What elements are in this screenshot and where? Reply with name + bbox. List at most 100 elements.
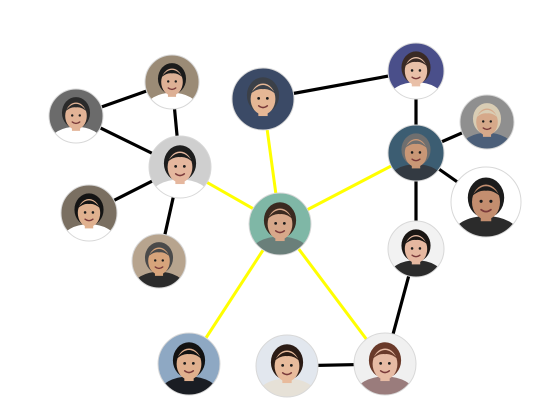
- avatar-photo: [132, 234, 186, 288]
- fringe-shape: [147, 248, 171, 257]
- right-eye: [418, 69, 422, 72]
- shoulders-shape: [257, 378, 317, 397]
- shoulders-shape: [146, 92, 198, 109]
- nodes-layer: [48, 42, 522, 413]
- fringe-shape: [266, 210, 294, 220]
- fringe-shape: [249, 85, 277, 95]
- fringe-shape: [77, 200, 101, 209]
- left-eye: [410, 247, 414, 250]
- mouth-shape: [411, 76, 421, 80]
- shoulders-shape: [389, 164, 443, 181]
- mouth-shape: [167, 87, 177, 91]
- left-eye: [174, 164, 178, 168]
- fringe-shape: [471, 186, 501, 197]
- fringe-shape: [175, 350, 203, 360]
- face-shape: [372, 348, 398, 380]
- mouth-shape: [84, 218, 94, 222]
- left-eye: [71, 114, 74, 117]
- left-eye: [274, 221, 278, 225]
- avatar-photo: [149, 136, 211, 198]
- fringe-shape: [404, 236, 428, 245]
- avatar-border: [353, 332, 417, 396]
- avatar-border: [60, 184, 118, 242]
- avatar-photo: [145, 55, 199, 109]
- left-eye: [479, 199, 483, 203]
- face-shape: [476, 108, 498, 136]
- avatar-border: [157, 332, 221, 396]
- face-shape: [472, 184, 500, 220]
- shoulders-shape: [452, 216, 520, 237]
- avatar-photo: [256, 335, 318, 397]
- avatar-border: [459, 94, 515, 150]
- avatar-photo: [451, 167, 521, 237]
- fringe-shape: [475, 109, 499, 118]
- fringe-shape: [273, 352, 301, 362]
- mouth-shape: [154, 266, 164, 270]
- right-eye: [418, 151, 422, 154]
- avatar-border: [148, 135, 212, 199]
- mouth-shape: [257, 105, 269, 109]
- face-shape: [404, 57, 428, 85]
- shoulders-shape: [133, 271, 185, 288]
- avatar-border: [144, 54, 200, 110]
- fringe-shape: [404, 140, 428, 149]
- avatar-photo: [354, 333, 416, 395]
- right-eye: [418, 247, 422, 250]
- fringe-shape: [166, 153, 194, 163]
- mouth-shape: [274, 230, 286, 234]
- avatar-border: [387, 42, 445, 100]
- node-grey-elder[interactable]: [387, 124, 445, 195]
- node-cap-bald[interactable]: [131, 233, 187, 302]
- face-shape: [267, 208, 293, 240]
- node-beanie-young[interactable]: [231, 67, 295, 146]
- node-ponytail-woman[interactable]: [255, 334, 319, 413]
- left-eye: [183, 361, 187, 365]
- node-center[interactable]: [248, 192, 312, 271]
- node-dark-hair-woman[interactable]: [387, 220, 445, 291]
- face-shape: [176, 348, 202, 380]
- avatar-photo: [158, 333, 220, 395]
- node-bangs-woman[interactable]: [387, 42, 445, 113]
- node-bob-woman[interactable]: [48, 88, 104, 157]
- mouth-shape: [379, 370, 391, 374]
- avatar-border: [255, 334, 319, 398]
- node-beanie-elder[interactable]: [450, 166, 522, 255]
- right-eye: [489, 199, 493, 203]
- avatar-photo: [388, 125, 444, 181]
- avatar-border: [48, 88, 104, 144]
- mouth-shape: [411, 254, 421, 258]
- right-eye: [387, 361, 391, 365]
- avatar-photo: [388, 43, 444, 99]
- mouth-shape: [281, 372, 293, 376]
- node-young-man[interactable]: [157, 332, 221, 411]
- left-eye: [83, 211, 87, 214]
- right-eye: [289, 363, 293, 367]
- left-eye: [410, 151, 414, 154]
- shoulders-shape: [250, 236, 310, 255]
- face-shape: [274, 350, 300, 382]
- shoulders-shape: [159, 376, 219, 395]
- node-cap-elder[interactable]: [459, 94, 515, 162]
- left-eye: [281, 363, 285, 367]
- face-shape: [404, 235, 428, 263]
- right-eye: [191, 361, 195, 365]
- avatar-photo: [61, 185, 117, 241]
- shoulders-shape: [50, 126, 102, 143]
- node-short-hair-woman[interactable]: [148, 135, 212, 214]
- fringe-shape: [371, 350, 399, 360]
- shoulders-shape: [150, 179, 210, 198]
- node-long-hair-woman[interactable]: [353, 332, 417, 411]
- left-eye: [257, 96, 261, 100]
- node-glasses-man[interactable]: [60, 184, 118, 255]
- right-eye: [489, 120, 492, 123]
- face-shape: [148, 247, 170, 275]
- fringe-shape: [404, 58, 428, 67]
- mouth-shape: [480, 208, 492, 213]
- left-eye: [167, 80, 170, 83]
- shoulders-shape: [233, 111, 293, 130]
- avatar-border: [387, 220, 445, 278]
- mouth-shape: [71, 121, 81, 125]
- node-spiky-man[interactable]: [144, 54, 200, 123]
